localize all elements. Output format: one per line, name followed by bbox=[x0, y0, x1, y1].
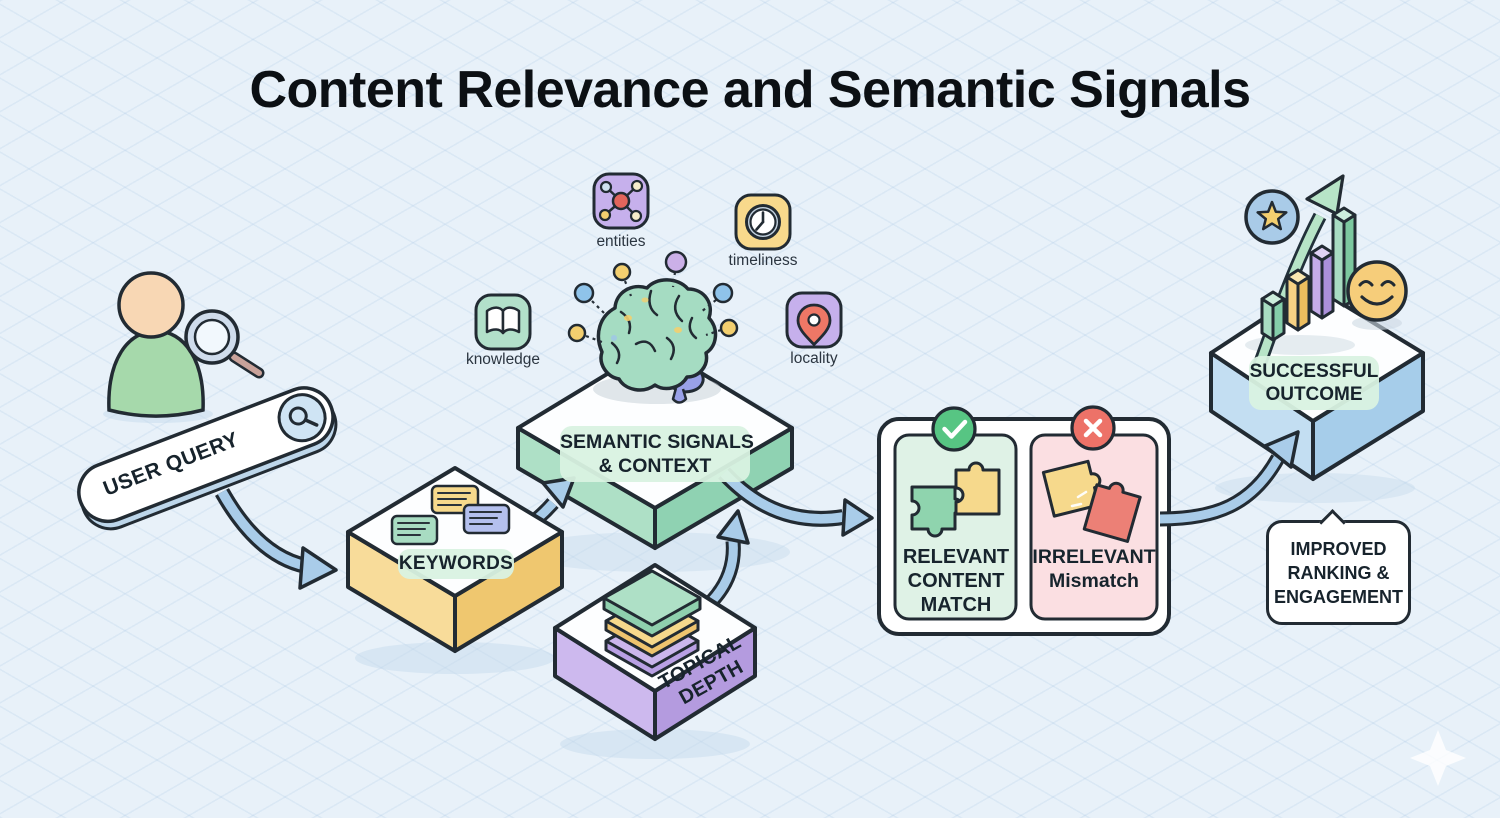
timeliness-icon bbox=[734, 193, 792, 251]
search-bar bbox=[77, 386, 338, 531]
result-line1: IMPROVED bbox=[1290, 538, 1387, 559]
match-card bbox=[877, 405, 1171, 636]
search-bar-cap bbox=[277, 393, 327, 443]
relevant-match-label: RELEVANT CONTENT MATCH bbox=[897, 545, 1015, 617]
relevant-label-line1: RELEVANT bbox=[902, 546, 1010, 568]
ground-shadows bbox=[103, 405, 1415, 759]
outcome-label-line2: OUTCOME bbox=[1265, 384, 1363, 405]
knowledge-icon bbox=[474, 293, 532, 351]
page-title: Content Relevance and Semantic Signals bbox=[249, 61, 1251, 119]
tag-card-blue bbox=[462, 503, 511, 535]
arrow-platform-to-card bbox=[718, 467, 874, 537]
relevant-label-line3: MATCH bbox=[920, 594, 992, 616]
entities-caption: entities bbox=[596, 233, 646, 250]
search-icon bbox=[288, 406, 319, 427]
cross-badge-icon bbox=[1070, 405, 1116, 451]
irrelevant-label-line2: Mismatch bbox=[1049, 570, 1139, 592]
smiley-icon bbox=[1346, 260, 1408, 330]
successful-outcome-label: SUCCESSFUL OUTCOME bbox=[1249, 356, 1379, 410]
arrow-query-to-keywords bbox=[215, 488, 338, 590]
semantic-signals-label: SEMANTIC SIGNALS & CONTEXT bbox=[560, 426, 754, 482]
tag-card-green bbox=[390, 514, 439, 546]
semantic-label-line2: & CONTEXT bbox=[598, 455, 712, 477]
bar-chart-icon bbox=[1260, 206, 1357, 342]
check-badge-icon bbox=[931, 406, 977, 452]
puzzle-match-icon bbox=[910, 461, 1001, 538]
keywords-label: KEYWORDS bbox=[398, 549, 514, 579]
star-badge-icon bbox=[1244, 189, 1300, 245]
irrelevant-match-label: IRRELEVANT Mismatch bbox=[1030, 545, 1158, 593]
locality-caption: locality bbox=[790, 350, 838, 367]
arrow-card-to-outcome bbox=[1159, 430, 1300, 527]
keyword-tag-cards bbox=[390, 484, 511, 546]
knowledge-caption: knowledge bbox=[465, 351, 541, 368]
timeliness-caption: timeliness bbox=[728, 252, 798, 269]
topical-depth-box bbox=[553, 563, 757, 741]
sparkle-icon bbox=[1410, 730, 1466, 786]
relevant-label-line2: CONTENT bbox=[907, 570, 1005, 592]
user-figure bbox=[107, 271, 205, 418]
outcome-platform bbox=[1209, 174, 1425, 481]
semantic-label-line1: SEMANTIC SIGNALS bbox=[560, 431, 754, 453]
locality-icon bbox=[785, 291, 843, 349]
irrelevant-label-line1: IRRELEVANT bbox=[1032, 546, 1156, 568]
puzzle-mismatch-icon bbox=[1041, 459, 1142, 543]
signal-dots bbox=[567, 250, 739, 344]
improved-ranking-callout: IMPROVED RANKING & ENGAGEMENT bbox=[1266, 520, 1411, 625]
result-line2: RANKING & bbox=[1287, 562, 1390, 583]
layer-stack-icon bbox=[602, 569, 702, 678]
entities-icon bbox=[592, 172, 650, 230]
brain-icon bbox=[596, 278, 718, 404]
result-line3: ENGAGEMENT bbox=[1273, 586, 1403, 607]
outcome-label-line1: SUCCESSFUL bbox=[1249, 361, 1379, 382]
magnifier-icon bbox=[184, 309, 265, 379]
